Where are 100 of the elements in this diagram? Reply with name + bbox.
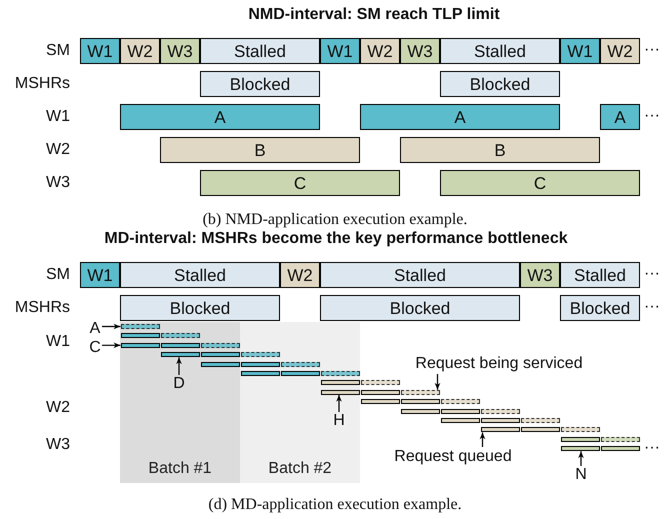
timeline-bar: C [200, 170, 400, 196]
leader-arrow [336, 394, 342, 412]
ellipsis: ··· [644, 106, 660, 126]
timeline-bar: Stalled [320, 262, 520, 288]
blocked-bar: Blocked [320, 295, 520, 321]
request-bar [560, 446, 600, 452]
request-bar [240, 371, 280, 376]
timeline-bar: C [440, 170, 640, 196]
row-label: W2 [46, 140, 70, 160]
request-bar [160, 352, 200, 358]
timeline-bar: W1 [80, 38, 120, 64]
ellipsis: ··· [644, 40, 660, 60]
request-label: A [88, 320, 102, 338]
annotation-text: Request being serviced [394, 354, 604, 374]
ellipsis: ··· [644, 438, 660, 458]
request-bar [160, 342, 200, 348]
row-label: MSHRs [14, 74, 70, 94]
request-label: N [574, 466, 588, 484]
request-bar [360, 380, 400, 386]
request-label: D [172, 375, 186, 393]
batch-label: Batch #1 [148, 459, 212, 479]
leader-arrow [434, 374, 440, 390]
row-label: W2 [46, 398, 70, 418]
timeline-bar: W2 [280, 262, 320, 288]
request-bar [440, 418, 480, 423]
request-bar [200, 362, 240, 367]
timeline-bar: W1 [80, 262, 120, 288]
request-bar [520, 427, 560, 432]
leader-arrow [176, 357, 182, 375]
request-bar [320, 371, 360, 376]
request-bar [200, 352, 240, 358]
request-bar [440, 408, 480, 414]
ellipsis: ··· [644, 297, 660, 317]
blocked-bar: Blocked [200, 71, 320, 97]
request-bar [280, 371, 320, 376]
ellipsis: ··· [644, 264, 660, 284]
leader-arrow [578, 451, 584, 466]
timeline-bar: B [160, 137, 360, 163]
request-bar [120, 324, 160, 329]
request-bar [400, 399, 440, 404]
timeline-bar: W1 [320, 38, 360, 64]
row-label: W3 [46, 435, 70, 455]
batch-band [120, 322, 240, 483]
request-bar [400, 390, 440, 395]
request-bar [480, 418, 520, 423]
leader-arrow [102, 324, 120, 330]
blocked-bar: Blocked [440, 71, 560, 97]
blocked-bar: Blocked [560, 295, 640, 321]
request-bar [600, 436, 640, 442]
blocked-bar: Blocked [120, 295, 280, 321]
timeline-bar: A [600, 104, 640, 130]
row-label: W3 [46, 173, 70, 193]
timeline-bar: W3 [160, 38, 200, 64]
request-bar [360, 399, 400, 404]
request-bar [120, 333, 160, 338]
figure-caption: (d) MD-application execution example. [207, 495, 463, 515]
leader-arrow [102, 342, 120, 348]
request-bar [240, 352, 280, 358]
row-label: SM [46, 41, 70, 61]
request-bar [320, 390, 360, 395]
figure-caption: (b) NMD-application execution example. [202, 210, 468, 230]
timeline-bar: A [360, 104, 560, 130]
request-bar [360, 390, 400, 395]
row-label: SM [46, 265, 70, 285]
timeline-bar: Stalled [200, 38, 320, 64]
request-label: C [88, 339, 102, 357]
request-bar [280, 362, 320, 367]
request-bar [120, 342, 160, 348]
timeline-bar: W3 [520, 262, 560, 288]
request-bar [560, 436, 600, 442]
timeline-bar: W2 [360, 38, 400, 64]
request-bar [600, 446, 640, 452]
timeline-bar: Stalled [440, 38, 560, 64]
request-bar [440, 399, 480, 404]
timeline-bar: A [120, 104, 320, 130]
timeline-bar: W1 [560, 38, 600, 64]
timeline-bar: Stalled [560, 262, 640, 288]
request-bar [400, 408, 440, 414]
request-bar [560, 427, 600, 432]
request-bar [320, 380, 360, 386]
row-label: W1 [46, 332, 70, 352]
request-bar [480, 408, 520, 414]
batch-band [240, 322, 360, 483]
request-bar [240, 362, 280, 367]
timeline-bar: W2 [600, 38, 640, 64]
row-label: MSHRs [14, 298, 70, 318]
panel-title: NMD-interval: SM reach TLP limit [247, 5, 501, 25]
timeline-bar: W3 [400, 38, 440, 64]
annotation-text: Request queued [378, 447, 528, 467]
leader-arrow [480, 432, 486, 447]
request-bar [480, 427, 520, 432]
timeline-bar: B [400, 137, 600, 163]
request-bar [200, 342, 240, 348]
panel-title: MD-interval: MSHRs become the key performance bottleneck [103, 229, 569, 249]
request-bar [520, 418, 560, 423]
timeline-bar: W2 [120, 38, 160, 64]
row-label: W1 [46, 107, 70, 127]
request-bar [160, 333, 200, 338]
request-label: H [332, 412, 346, 430]
batch-label: Batch #2 [268, 459, 332, 479]
